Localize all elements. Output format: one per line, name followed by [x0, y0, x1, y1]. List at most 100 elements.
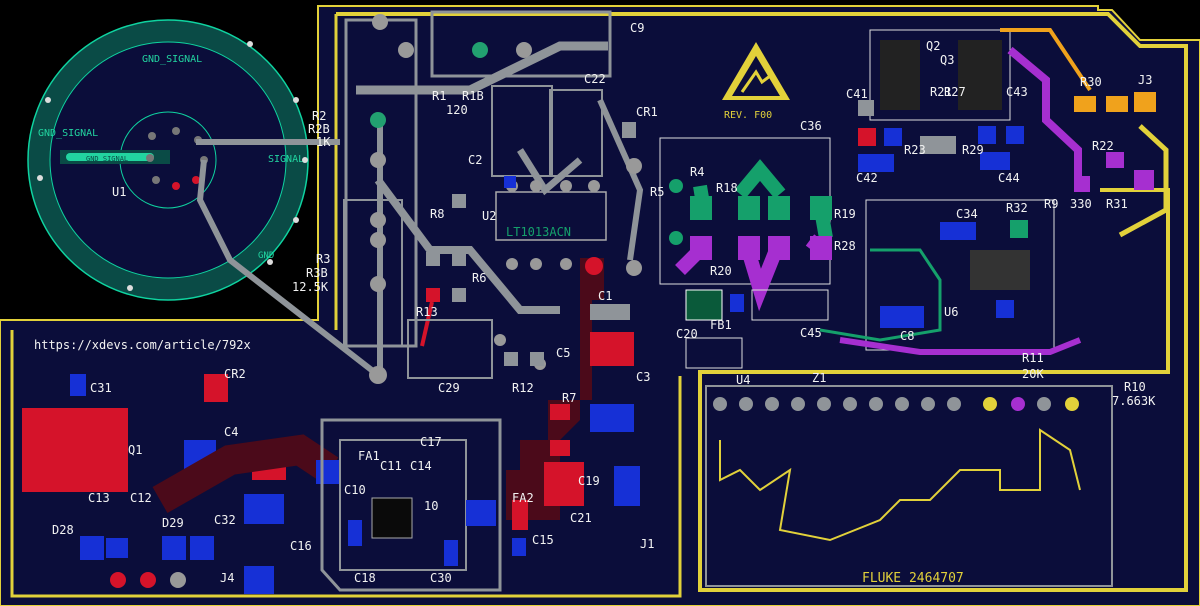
refdes-label: R23: [904, 143, 926, 157]
refdes-label: R6: [472, 271, 486, 285]
refdes-label: J4: [220, 571, 234, 585]
refdes-label: R2: [312, 109, 326, 123]
refdes-label: C1: [598, 289, 612, 303]
refdes-label: U1: [112, 185, 126, 199]
refdes-label: R2B: [308, 122, 330, 136]
board-outline-inner: [336, 12, 1188, 592]
guard-label-signal: SIGNAL: [268, 154, 304, 165]
refdes-label: 10: [424, 499, 438, 513]
refdes-label: R3: [316, 252, 330, 266]
refdes-label: C45: [800, 326, 822, 340]
relay-z1: FLUKE 2464707: [705, 385, 1113, 587]
refdes-label: R12: [512, 381, 534, 395]
u1-pin: [192, 176, 200, 184]
refdes-label: R28: [834, 239, 856, 253]
refdes-label: C15: [532, 533, 554, 547]
refdes-label: R1: [432, 89, 446, 103]
refdes-label: C21: [570, 511, 592, 525]
refdes-label: FB1: [710, 318, 732, 332]
refdes-label: FA1: [358, 449, 380, 463]
refdes-label: 330: [1070, 197, 1092, 211]
u2-area: [407, 85, 644, 379]
refdes-label: R8: [430, 207, 444, 221]
esd-label: REV. F00: [724, 110, 772, 121]
refdes-label: 120: [446, 103, 468, 117]
refdes-label: C9: [630, 21, 644, 35]
refdes-label: R13: [416, 305, 438, 319]
red-pour-zone: [506, 257, 640, 556]
guard-ring-vias: [37, 41, 308, 291]
guard-label-left: GND_SIGNAL: [38, 128, 98, 139]
resistor-network-center: [659, 137, 833, 369]
refdes-label: 20K: [1022, 367, 1044, 381]
power-supply-area: [22, 374, 340, 594]
resistor-block-r1r2r3: [343, 10, 612, 384]
refdes-label: 1K: [316, 135, 331, 149]
refdes-label: R21: [930, 85, 952, 99]
refdes-label: C20: [676, 327, 698, 341]
refdes-label: R20: [710, 264, 732, 278]
u1-pin: [146, 154, 154, 162]
refdes-label: R31: [1106, 197, 1128, 211]
refdes-label: R3B: [306, 266, 328, 280]
refdes-label: D29: [162, 516, 184, 530]
refdes-label: R22: [1092, 139, 1114, 153]
refdes-label: C4: [224, 425, 238, 439]
refdes-label: C11: [380, 459, 402, 473]
u1-pin: [148, 132, 156, 140]
refdes-label: Z1: [812, 371, 826, 385]
fa1-block: [320, 418, 502, 592]
refdes-label: C10: [344, 483, 366, 497]
refdes-label: C8: [900, 329, 914, 343]
refdes-label: C36: [800, 119, 822, 133]
refdes-label: R5: [650, 185, 664, 199]
board-outline-left: [10, 330, 682, 598]
signal-trace-gray: [196, 159, 380, 378]
refdes-label: R1B: [462, 89, 484, 103]
refdes-label: J3: [1138, 73, 1152, 87]
refdes-label: C44: [998, 171, 1020, 185]
refdes-label: C30: [430, 571, 452, 585]
refdes-label: R29: [962, 143, 984, 157]
refdes-label: Q2: [926, 39, 940, 53]
refdes-label: C13: [88, 491, 110, 505]
refdes-label: D28: [52, 523, 74, 537]
refdes-label: R19: [834, 207, 856, 221]
refdes-label: C41: [846, 87, 868, 101]
refdes-label: FA2: [512, 491, 534, 505]
q2-q3-area: [858, 28, 1169, 238]
esd-warning-symbol: REV. F00: [722, 42, 790, 121]
refdes-label: CR2: [224, 367, 246, 381]
refdes-label: C43: [1006, 85, 1028, 99]
guard-ring-group: GND_SIGNAL GND_SIGNAL GND_SIGNAL SIGNAL …: [27, 19, 380, 378]
refdes-label: 12.5K: [292, 280, 329, 294]
u2-marking: LT1013ACN: [506, 225, 571, 239]
refdes-label: C31: [90, 381, 112, 395]
refdes-label: 7.663K: [1112, 394, 1156, 408]
refdes-label: C5: [556, 346, 570, 360]
refdes-label: J1: [640, 537, 654, 551]
refdes-label: Q3: [940, 53, 954, 67]
relay-label: FLUKE 2464707: [862, 571, 964, 586]
refdes-label: C14: [410, 459, 432, 473]
url-silkscreen: https://xdevs.com/article/792x: [34, 338, 251, 352]
guard-label-center: GND_SIGNAL: [86, 155, 128, 163]
refdes-label: R4: [690, 165, 704, 179]
refdes-label: R30: [1080, 75, 1102, 89]
refdes-label: R11: [1022, 351, 1044, 365]
refdes-label: R9: [1044, 197, 1058, 211]
refdes-label: Q1: [128, 443, 142, 457]
u1-pin: [172, 182, 180, 190]
refdes-label: C42: [856, 171, 878, 185]
u6-area: [819, 199, 1082, 355]
refdes-label: R18: [716, 181, 738, 195]
refdes-label: C32: [214, 513, 236, 527]
refdes-label: C18: [354, 571, 376, 585]
refdes-label: R32: [1006, 201, 1028, 215]
refdes-label: CR1: [636, 105, 658, 119]
refdes-label: R27: [944, 85, 966, 99]
guard-label-top: GND_SIGNAL: [142, 54, 202, 65]
refdes-label: C22: [584, 72, 606, 86]
